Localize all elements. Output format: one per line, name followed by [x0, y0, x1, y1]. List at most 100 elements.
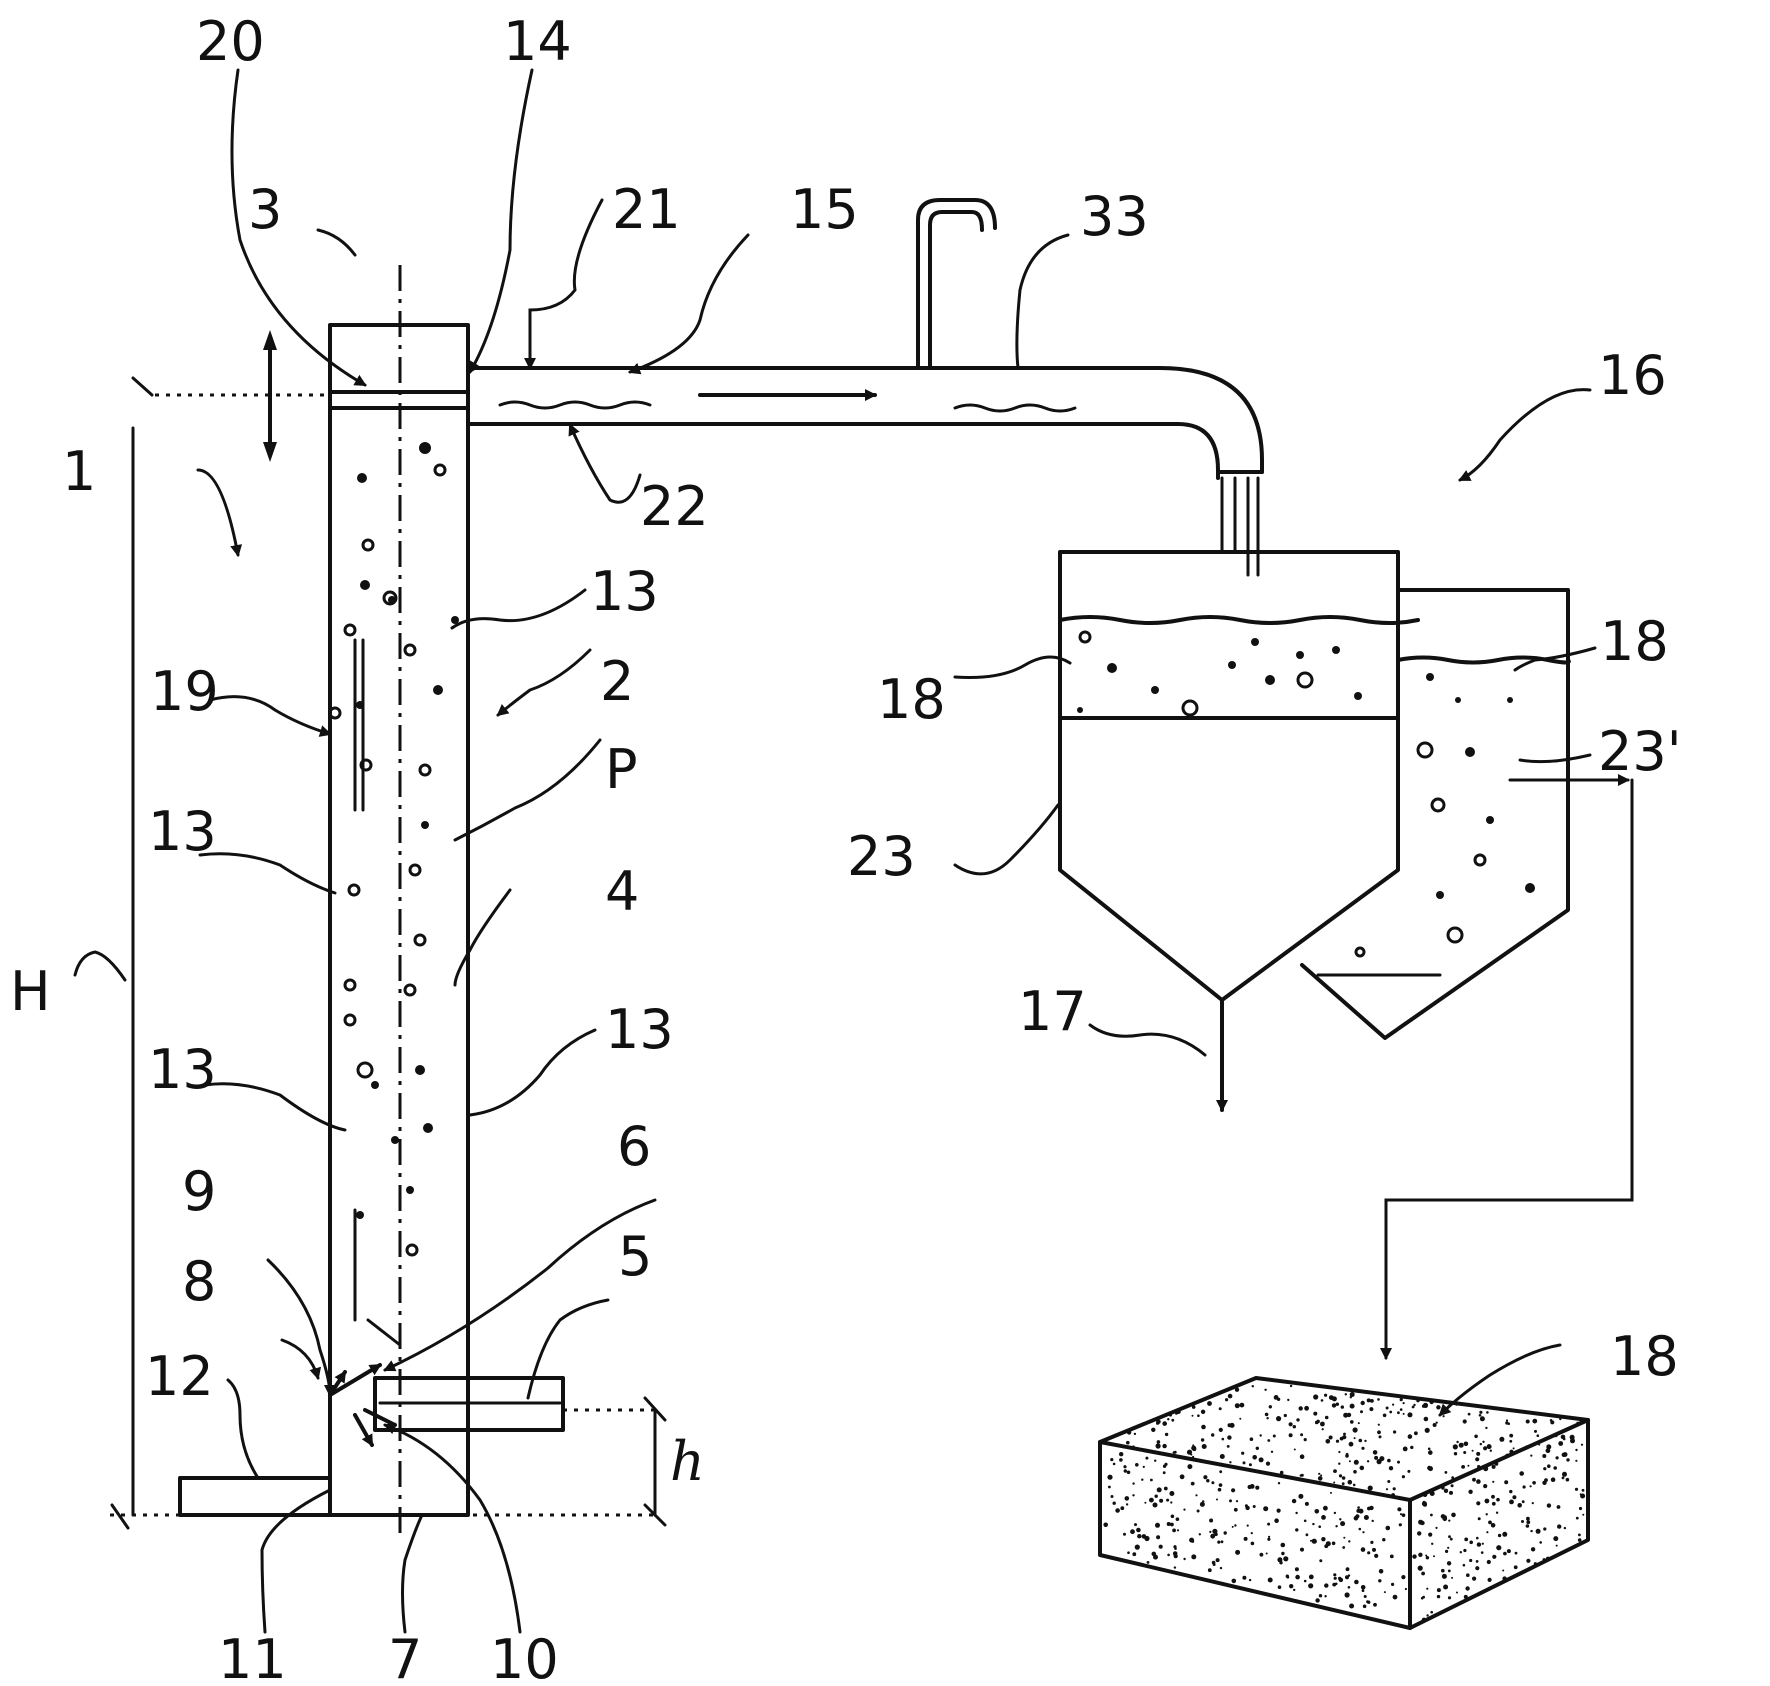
foam-speck	[1317, 1476, 1323, 1481]
foam-speck	[1377, 1423, 1380, 1426]
foam-speck	[1363, 1515, 1369, 1520]
foam-speck	[1155, 1522, 1160, 1528]
foam-speck	[1126, 1430, 1132, 1435]
separator-23	[1058, 550, 1420, 1112]
foam-speck	[1485, 1426, 1488, 1430]
foam-speck	[1402, 1446, 1408, 1452]
foam-speck	[1191, 1414, 1194, 1417]
foam-speck	[1469, 1558, 1473, 1563]
foam-speck	[1242, 1461, 1246, 1465]
foam-speck	[1150, 1478, 1153, 1482]
foam-speck	[1218, 1427, 1223, 1432]
foam-speck	[1318, 1525, 1321, 1528]
foam-speck	[1274, 1518, 1279, 1523]
foam-speck	[1130, 1529, 1135, 1535]
foam-speck	[1154, 1494, 1158, 1498]
label-23-prime: 23'	[1598, 720, 1682, 783]
foam-speck	[1156, 1440, 1161, 1444]
label-4: 4	[605, 860, 639, 923]
foam-speck	[1482, 1440, 1485, 1444]
foam-speck	[1268, 1405, 1273, 1409]
foam-block	[1098, 1376, 1590, 1630]
foam-speck	[1305, 1533, 1309, 1537]
label-20: 20	[196, 10, 265, 73]
foam-speck	[1442, 1574, 1446, 1577]
foam-speck	[1449, 1490, 1453, 1495]
foam-speck	[1377, 1430, 1381, 1435]
foam-speck	[1132, 1494, 1135, 1497]
foam-speck	[1234, 1387, 1240, 1392]
foam-speck	[1543, 1527, 1547, 1531]
foam-speck	[1304, 1501, 1309, 1506]
foam-speck	[1562, 1471, 1567, 1477]
separator-23-prime	[1300, 588, 1634, 1360]
foam-speck	[1293, 1448, 1296, 1451]
foam-speck	[1367, 1551, 1371, 1555]
foam-speck	[1582, 1513, 1585, 1516]
foam-speck	[1319, 1559, 1323, 1563]
foam-speck	[1580, 1443, 1584, 1446]
foam-speck	[1246, 1524, 1249, 1527]
foam-speck	[1443, 1488, 1449, 1494]
foam-speck	[1190, 1481, 1195, 1486]
foam-speck	[1212, 1528, 1218, 1534]
foam-speck	[1532, 1418, 1538, 1424]
foam-speck	[1370, 1540, 1374, 1544]
foam-speck	[1472, 1477, 1476, 1482]
foam-speck	[1358, 1527, 1362, 1531]
foam-speck	[1374, 1455, 1379, 1460]
foam-speck	[1287, 1398, 1290, 1402]
foam-speck	[1318, 1472, 1321, 1475]
foam-speck	[1566, 1458, 1570, 1462]
foam-speck	[1472, 1576, 1477, 1581]
foam-speck	[1344, 1592, 1350, 1598]
foam-speck	[1303, 1579, 1307, 1583]
foam-speck	[1195, 1494, 1198, 1497]
foam-speck	[1115, 1508, 1120, 1513]
foam-speck	[1433, 1555, 1435, 1558]
foam-speck	[1412, 1554, 1417, 1559]
foam-speck	[1314, 1420, 1319, 1425]
foam-speck	[1358, 1438, 1363, 1443]
foam-speck	[1126, 1440, 1130, 1445]
foam-speck	[1132, 1445, 1135, 1448]
foam-speck	[1378, 1435, 1382, 1439]
foam-speck	[1335, 1525, 1338, 1528]
foam-speck	[1496, 1545, 1502, 1551]
foam-speck	[1164, 1462, 1168, 1466]
foam-speck	[1401, 1513, 1406, 1517]
foam-speck	[1154, 1459, 1157, 1462]
foam-speck	[1485, 1513, 1488, 1516]
foam-speck	[1529, 1485, 1532, 1488]
reactor-column	[328, 265, 470, 1540]
label-5: 5	[618, 1225, 652, 1288]
foam-speck	[1295, 1528, 1299, 1532]
foam-speck	[1456, 1440, 1459, 1444]
foam-speck	[1119, 1452, 1124, 1457]
foam-speck	[1503, 1551, 1507, 1556]
foam-speck	[1331, 1541, 1336, 1546]
foam-speck	[1347, 1479, 1353, 1485]
foam-speck	[1387, 1480, 1391, 1483]
foam-speck	[1393, 1430, 1397, 1434]
foam-speck	[1191, 1554, 1197, 1560]
foam-speck	[1219, 1454, 1225, 1459]
foam-speck	[1340, 1405, 1345, 1409]
foam-speck	[1447, 1546, 1450, 1549]
foam-speck	[1276, 1397, 1281, 1402]
foam-speck	[1102, 1440, 1107, 1445]
foam-speck	[1353, 1470, 1357, 1474]
foam-speck	[1163, 1486, 1168, 1491]
label-15: 15	[790, 178, 859, 241]
foam-speck	[1298, 1406, 1303, 1411]
foam-speck	[1413, 1403, 1416, 1407]
foam-speck	[1164, 1432, 1169, 1437]
foam-speck	[1462, 1563, 1466, 1567]
foam-speck	[1486, 1444, 1492, 1450]
foam-speck	[1411, 1405, 1415, 1409]
foam-speck	[1533, 1562, 1537, 1566]
foam-speck	[1442, 1515, 1447, 1520]
foam-speck	[1414, 1431, 1418, 1436]
label-18-block: 18	[1610, 1325, 1679, 1388]
foam-speck	[1497, 1533, 1502, 1538]
